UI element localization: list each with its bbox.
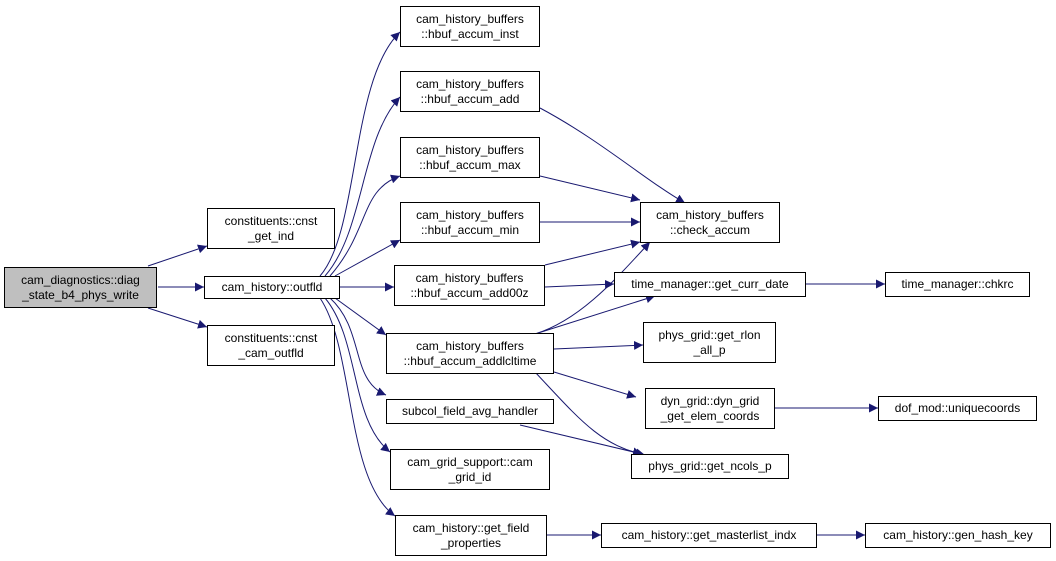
edge-outfld-cam-grid-id: [324, 297, 391, 453]
node-label: cam_history_buffers: [416, 338, 524, 353]
node-label: dof_mod::uniquecoords: [894, 401, 1021, 415]
node-label: ::hbuf_accum_max: [419, 157, 521, 172]
node-label: ::hbuf_accum_inst: [421, 26, 519, 41]
node-label: ::check_accum: [669, 222, 751, 237]
node-label: phys_grid::get_ncols_p: [648, 459, 772, 473]
node-label: phys_grid::get_rlon: [658, 327, 761, 342]
node-label: cam_diagnostics::diag: [21, 272, 140, 287]
node-check-accum[interactable]: cam_history_buffers::check_accum: [640, 202, 780, 243]
node-label: _properties: [440, 535, 502, 550]
node-hbuf-accum-inst[interactable]: cam_history_buffers::hbuf_accum_inst: [400, 6, 540, 47]
node-label: _cam_outfld: [238, 345, 304, 360]
edge-outfld-inst: [319, 31, 401, 277]
edge-max-check: [539, 175, 641, 203]
node-subcol-field-avg-handler[interactable]: subcol_field_avg_handler: [386, 399, 554, 424]
node-time-manager-chkrc[interactable]: time_manager::chkrc: [885, 272, 1030, 297]
node-label: time_manager::chkrc: [901, 277, 1014, 291]
edge-root-cnst-get-ind: [147, 244, 208, 267]
node-label: time_manager::get_curr_date: [631, 277, 789, 291]
node-dof-mod-uniquecoords[interactable]: dof_mod::uniquecoords: [878, 396, 1037, 421]
node-label: _state_b4_phys_write: [22, 287, 139, 302]
edge-subcol-ncols: [519, 424, 643, 457]
node-cam-history-get-field-properties[interactable]: cam_history::get_field_properties: [395, 515, 547, 556]
edge-addlcltime-elem: [553, 371, 637, 399]
node-label: constituents::cnst: [224, 213, 318, 228]
node-label: ::hbuf_accum_min: [420, 222, 520, 237]
edge-outfld-addlcltime: [334, 297, 387, 336]
node-hbuf-accum-add[interactable]: cam_history_buffers::hbuf_accum_add: [400, 71, 540, 112]
node-time-manager-get-curr-date[interactable]: time_manager::get_curr_date: [614, 272, 806, 297]
edge-outfld-max: [329, 174, 401, 277]
node-label: _grid_id: [448, 469, 492, 484]
edge-outfld-min: [334, 239, 401, 277]
edge-root-cnst-cam-outfld: [147, 307, 208, 329]
edge-addlcltime-rlon: [553, 340, 644, 350]
node-label: _all_p: [693, 342, 726, 357]
node-label: ::hbuf_accum_addlcltime: [403, 353, 537, 368]
node-cam-history-get-masterlist-indx[interactable]: cam_history::get_masterlist_indx: [601, 523, 817, 548]
node-cam-history-outfld[interactable]: cam_history::outfld: [204, 276, 340, 299]
edge-add00z-date: [544, 279, 615, 289]
node-phys-grid-get-rlon-all-p[interactable]: phys_grid::get_rlon_all_p: [643, 322, 776, 363]
edge-addlcltime-date: [534, 294, 656, 335]
node-cam-history-gen-hash-key[interactable]: cam_history::gen_hash_key: [865, 523, 1051, 548]
node-label: ::hbuf_accum_add00z: [410, 285, 529, 300]
node-hbuf-accum-max[interactable]: cam_history_buffers::hbuf_accum_max: [400, 137, 540, 178]
node-phys-grid-get-ncols-p[interactable]: phys_grid::get_ncols_p: [631, 454, 789, 479]
node-label: cam_grid_support::cam: [407, 454, 533, 469]
node-label: _get_ind: [247, 228, 295, 243]
edge-outfld-get-field-properties: [319, 297, 396, 517]
node-label: subcol_field_avg_handler: [401, 404, 539, 418]
node-constituents-cnst-get-ind[interactable]: constituents::cnst_get_ind: [207, 208, 335, 249]
node-label: cam_history::outfld: [221, 280, 323, 294]
node-label: cam_history_buffers: [416, 142, 524, 157]
node-cam-grid-support-cam-grid-id[interactable]: cam_grid_support::cam_grid_id: [390, 449, 550, 490]
node-hbuf-accum-min[interactable]: cam_history_buffers::hbuf_accum_min: [400, 202, 540, 243]
edge-outfld-subcol: [329, 297, 387, 396]
node-label: _get_elem_coords: [660, 408, 760, 423]
node-dyn-grid-get-elem-coords[interactable]: dyn_grid::dyn_grid_get_elem_coords: [645, 388, 775, 429]
node-label: cam_history::gen_hash_key: [883, 528, 1033, 542]
node-hbuf-accum-addlcltime[interactable]: cam_history_buffers::hbuf_accum_addlclti…: [386, 333, 554, 374]
edge-add00z-check: [544, 239, 641, 266]
node-label: cam_history_buffers: [415, 270, 524, 285]
node-label: cam_history::get_field: [412, 520, 530, 535]
node-label: constituents::cnst: [224, 330, 318, 345]
node-hbuf-accum-add00z[interactable]: cam_history_buffers::hbuf_accum_add00z: [394, 265, 545, 306]
node-label: cam_history_buffers: [416, 76, 524, 91]
node-constituents-cnst-cam-outfld[interactable]: constituents::cnst_cam_outfld: [207, 325, 335, 366]
node-label: cam_history_buffers: [656, 207, 764, 222]
edge-add-check: [539, 107, 686, 204]
node-label: cam_history_buffers: [416, 11, 524, 26]
node-label: cam_history::get_masterlist_indx: [621, 528, 797, 542]
edge-addlcltime-check: [534, 241, 651, 335]
node-label: ::hbuf_accum_add: [420, 91, 520, 106]
node-label: dyn_grid::dyn_grid: [660, 393, 760, 408]
edge-outfld-add: [324, 96, 401, 277]
node-label: cam_history_buffers: [416, 207, 524, 222]
node-cam-diagnostics-diag-state-b4-phys-write: cam_diagnostics::diag_state_b4_phys_writ…: [4, 267, 157, 308]
